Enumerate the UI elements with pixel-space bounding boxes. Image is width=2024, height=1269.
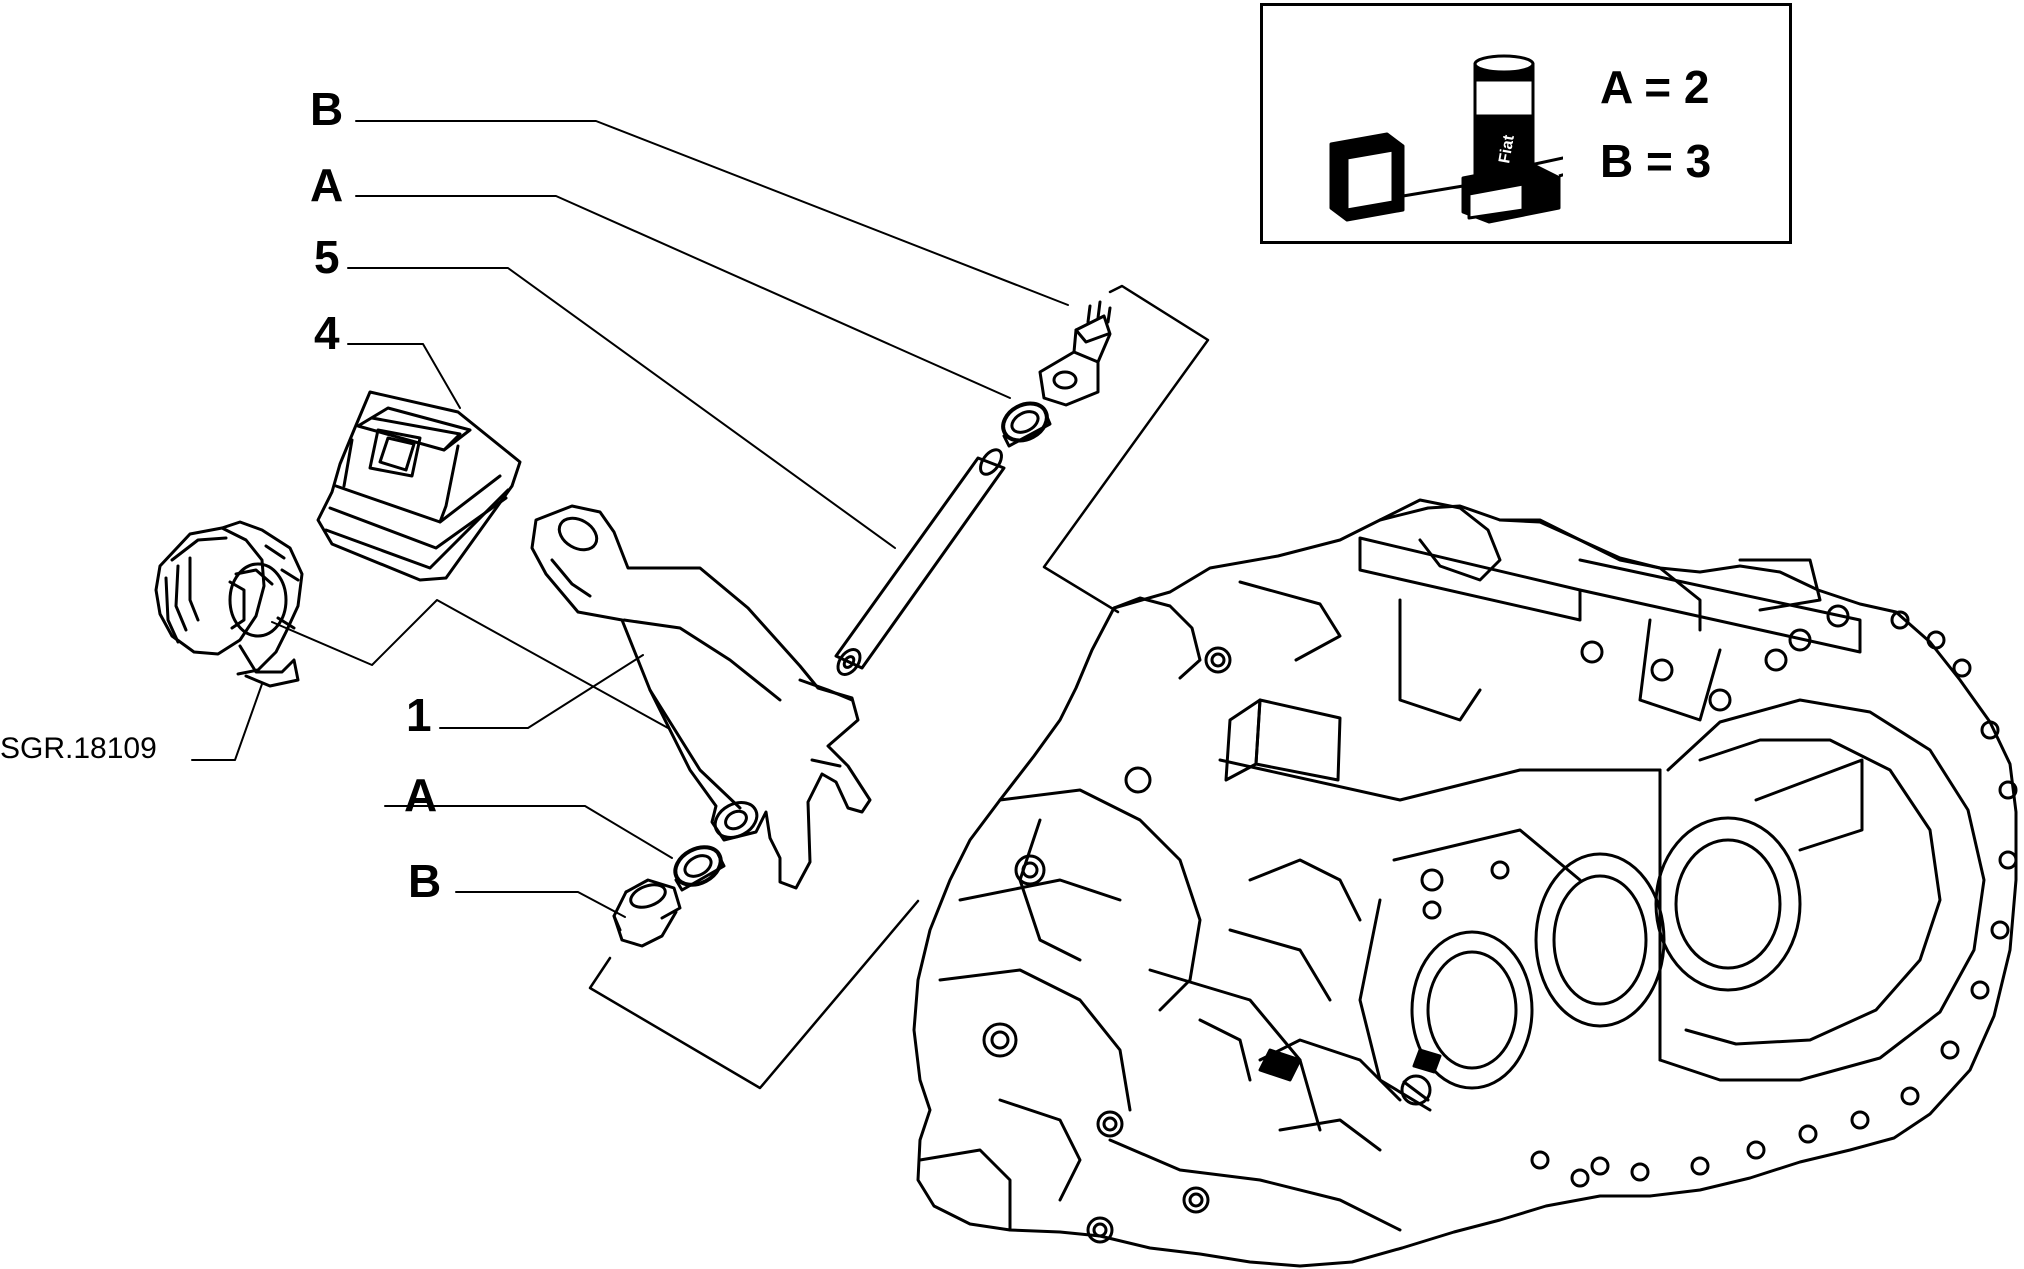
callout-a-seal-top: A bbox=[310, 159, 344, 211]
callout-b-sensor: B bbox=[310, 83, 344, 135]
callout-a-seal-bottom: A bbox=[404, 769, 438, 821]
fiat-lubricant-icon: Fiat bbox=[1329, 54, 1563, 224]
gearbox-housing-part bbox=[912, 498, 2018, 1268]
leader-sgr bbox=[191, 683, 263, 761]
callout-4-boot: 4 bbox=[314, 307, 340, 359]
callout-5-shaft: 5 bbox=[314, 231, 340, 283]
leader-a-bottom bbox=[384, 805, 673, 859]
leader-1 bbox=[439, 654, 644, 729]
reference-code: SGR.18109 bbox=[0, 732, 157, 765]
leader-4 bbox=[347, 343, 461, 409]
assembly-brackets bbox=[588, 284, 1210, 1090]
quantity-b: B = 3 bbox=[1600, 135, 1712, 187]
sensor-part bbox=[1038, 300, 1112, 407]
fiat-can-label: Fiat bbox=[1496, 133, 1518, 165]
release-bearing-part bbox=[154, 520, 304, 688]
clutch-fork-part bbox=[530, 504, 872, 890]
bracket-top bbox=[1042, 284, 1210, 614]
leader-b-top bbox=[355, 120, 1069, 306]
bushing-part bbox=[612, 878, 682, 948]
leader-b-bottom bbox=[455, 891, 626, 918]
seal-ring-bottom bbox=[673, 845, 726, 892]
leader-release-bearing bbox=[271, 599, 669, 729]
seal-ring-top bbox=[1001, 401, 1052, 448]
leader-5 bbox=[347, 267, 896, 549]
shaft-part bbox=[834, 448, 1006, 677]
rubber-boot-part bbox=[316, 390, 522, 582]
leader-lines bbox=[191, 120, 1069, 918]
bracket-bottom bbox=[588, 899, 920, 1090]
callout-b-bushing: B bbox=[408, 855, 442, 907]
leader-a-top bbox=[355, 195, 1011, 399]
quantity-legend-box: Fiat A = 2 B = 3 bbox=[1260, 3, 1792, 244]
quantity-a: A = 2 bbox=[1600, 61, 1710, 113]
callout-1-fork: 1 bbox=[406, 689, 432, 741]
